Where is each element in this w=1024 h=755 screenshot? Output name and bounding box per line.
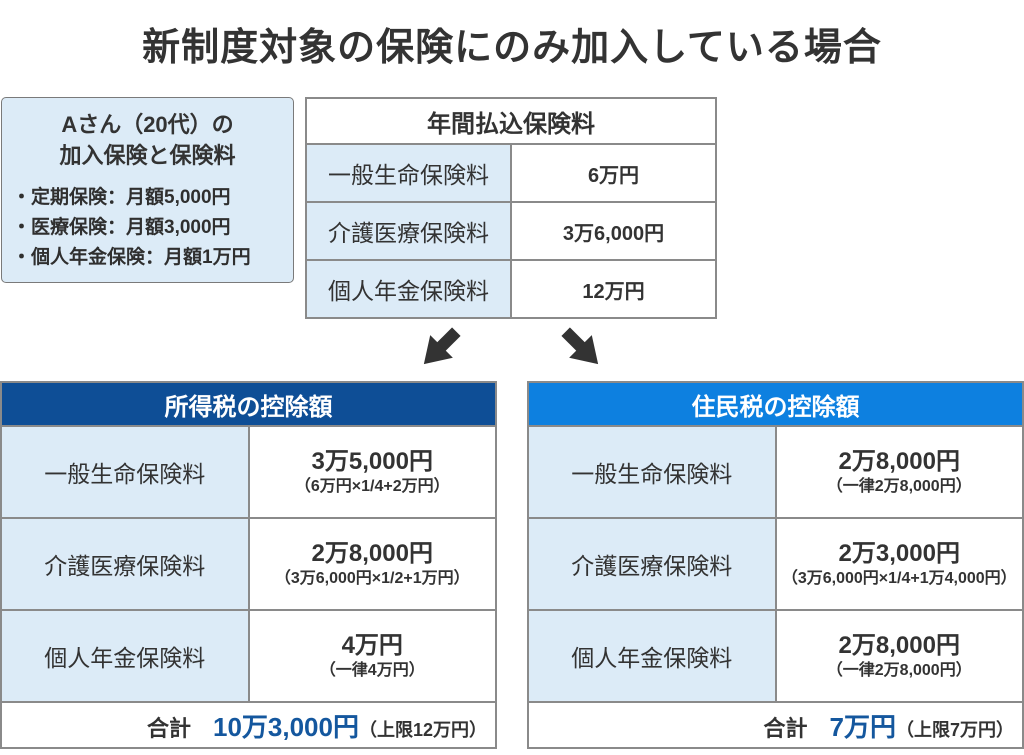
premium-row-label: 介護医療保険料	[305, 201, 512, 261]
profile-item: ・医療保険：月額3,000円	[12, 216, 231, 238]
profile-item-list: ・定期保険：月額5,000円 ・医療保険：月額3,000円 ・個人年金保険：月額…	[10, 183, 285, 274]
profile-item: ・定期保険：月額5,000円	[12, 186, 231, 208]
profile-box-title: Aさん（20代）の 加入保険と保険料	[10, 110, 285, 172]
row-amount: 4万円	[341, 631, 403, 659]
total-label: 合計	[763, 715, 808, 741]
row-formula: （一律2万8,000円）	[826, 477, 972, 495]
table-row: 個人年金保険料 2万8,000円 （一律2万8,000円）	[527, 609, 1024, 703]
row-label: 一般生命保険料	[0, 425, 250, 519]
row-value: 2万8,000円 （3万6,000円×1/2+1万円）	[247, 517, 497, 611]
row-value: 2万8,000円 （一律2万8,000円）	[774, 425, 1024, 519]
row-formula: （3万6,000円×1/4+1万4,000円）	[781, 569, 1017, 587]
row-formula: （一律4万円）	[319, 661, 425, 679]
row-label: 介護医療保険料	[0, 517, 250, 611]
profile-title-line1: Aさん（20代）の	[61, 112, 234, 137]
total-label: 合計	[146, 715, 191, 741]
premium-table-header: 年間払込保険料	[305, 97, 717, 145]
table-row: 介護医療保険料 3万6,000円	[305, 201, 717, 261]
row-amount: 3万5,000円	[311, 447, 433, 475]
row-formula: （一律2万8,000円）	[826, 661, 972, 679]
table-header-row: 所得税の控除額	[0, 381, 497, 427]
premium-row-value: 3万6,000円	[510, 201, 717, 261]
row-label: 個人年金保険料	[527, 609, 777, 703]
row-amount: 2万8,000円	[838, 447, 960, 475]
profile-title-line2: 加入保険と保険料	[59, 142, 236, 168]
resident-tax-total: 合計 7万円（上限7万円）	[527, 701, 1024, 749]
arrow-down-right-icon	[547, 313, 621, 387]
row-value: 2万8,000円 （一律2万8,000円）	[774, 609, 1024, 703]
row-label: 個人年金保険料	[0, 609, 250, 703]
income-tax-deduction-table: 所得税の控除額 一般生命保険料 3万5,000円 （6万円×1/4+2万円） 介…	[0, 381, 497, 749]
row-value: 4万円 （一律4万円）	[247, 609, 497, 703]
total-note: （上限12万円）	[358, 719, 487, 740]
profile-item: ・個人年金保険：月額1万円	[12, 247, 251, 269]
table-row: 介護医療保険料 2万8,000円 （3万6,000円×1/2+1万円）	[0, 517, 497, 611]
table-row: 一般生命保険料 6万円	[305, 143, 717, 203]
row-label: 介護医療保険料	[527, 517, 777, 611]
row-label: 一般生命保険料	[527, 425, 777, 519]
annual-premium-table: 年間払込保険料 一般生命保険料 6万円 介護医療保険料 3万6,000円 個人年…	[305, 97, 717, 319]
total-amount: 7万円	[829, 711, 896, 742]
row-value: 3万5,000円 （6万円×1/4+2万円）	[247, 425, 497, 519]
total-note: （上限7万円）	[895, 719, 1014, 740]
total-row: 合計 7万円（上限7万円）	[527, 701, 1024, 749]
income-tax-total: 合計 10万3,000円（上限12万円）	[0, 701, 497, 749]
table-header-row: 年間払込保険料	[305, 97, 717, 145]
profile-box: Aさん（20代）の 加入保険と保険料 ・定期保険：月額5,000円 ・医療保険：…	[1, 97, 294, 283]
income-tax-table-header: 所得税の控除額	[0, 381, 497, 427]
premium-row-label: 一般生命保険料	[305, 143, 512, 203]
table-header-row: 住民税の控除額	[527, 381, 1024, 427]
resident-tax-table-header: 住民税の控除額	[527, 381, 1024, 427]
table-row: 介護医療保険料 2万3,000円 （3万6,000円×1/4+1万4,000円）	[527, 517, 1024, 611]
row-amount: 2万3,000円	[838, 539, 960, 567]
row-value: 2万3,000円 （3万6,000円×1/4+1万4,000円）	[774, 517, 1024, 611]
table-row: 個人年金保険料 4万円 （一律4万円）	[0, 609, 497, 703]
table-row: 個人年金保険料 12万円	[305, 259, 717, 319]
row-amount: 2万8,000円	[838, 631, 960, 659]
table-row: 一般生命保険料 2万8,000円 （一律2万8,000円）	[527, 425, 1024, 519]
row-formula: （6万円×1/4+2万円）	[294, 477, 450, 495]
premium-row-label: 個人年金保険料	[305, 259, 512, 319]
row-amount: 2万8,000円	[311, 539, 433, 567]
premium-row-value: 12万円	[510, 259, 717, 319]
page-title: 新制度対象の保険にのみ加入している場合	[142, 27, 882, 69]
arrow-down-left-icon	[401, 313, 475, 387]
row-formula: （3万6,000円×1/2+1万円）	[274, 569, 470, 587]
premium-row-value: 6万円	[510, 143, 717, 203]
total-row: 合計 10万3,000円（上限12万円）	[0, 701, 497, 749]
table-row: 一般生命保険料 3万5,000円 （6万円×1/4+2万円）	[0, 425, 497, 519]
total-amount: 10万3,000円	[212, 711, 359, 742]
resident-tax-deduction-table: 住民税の控除額 一般生命保険料 2万8,000円 （一律2万8,000円） 介護…	[527, 381, 1024, 749]
